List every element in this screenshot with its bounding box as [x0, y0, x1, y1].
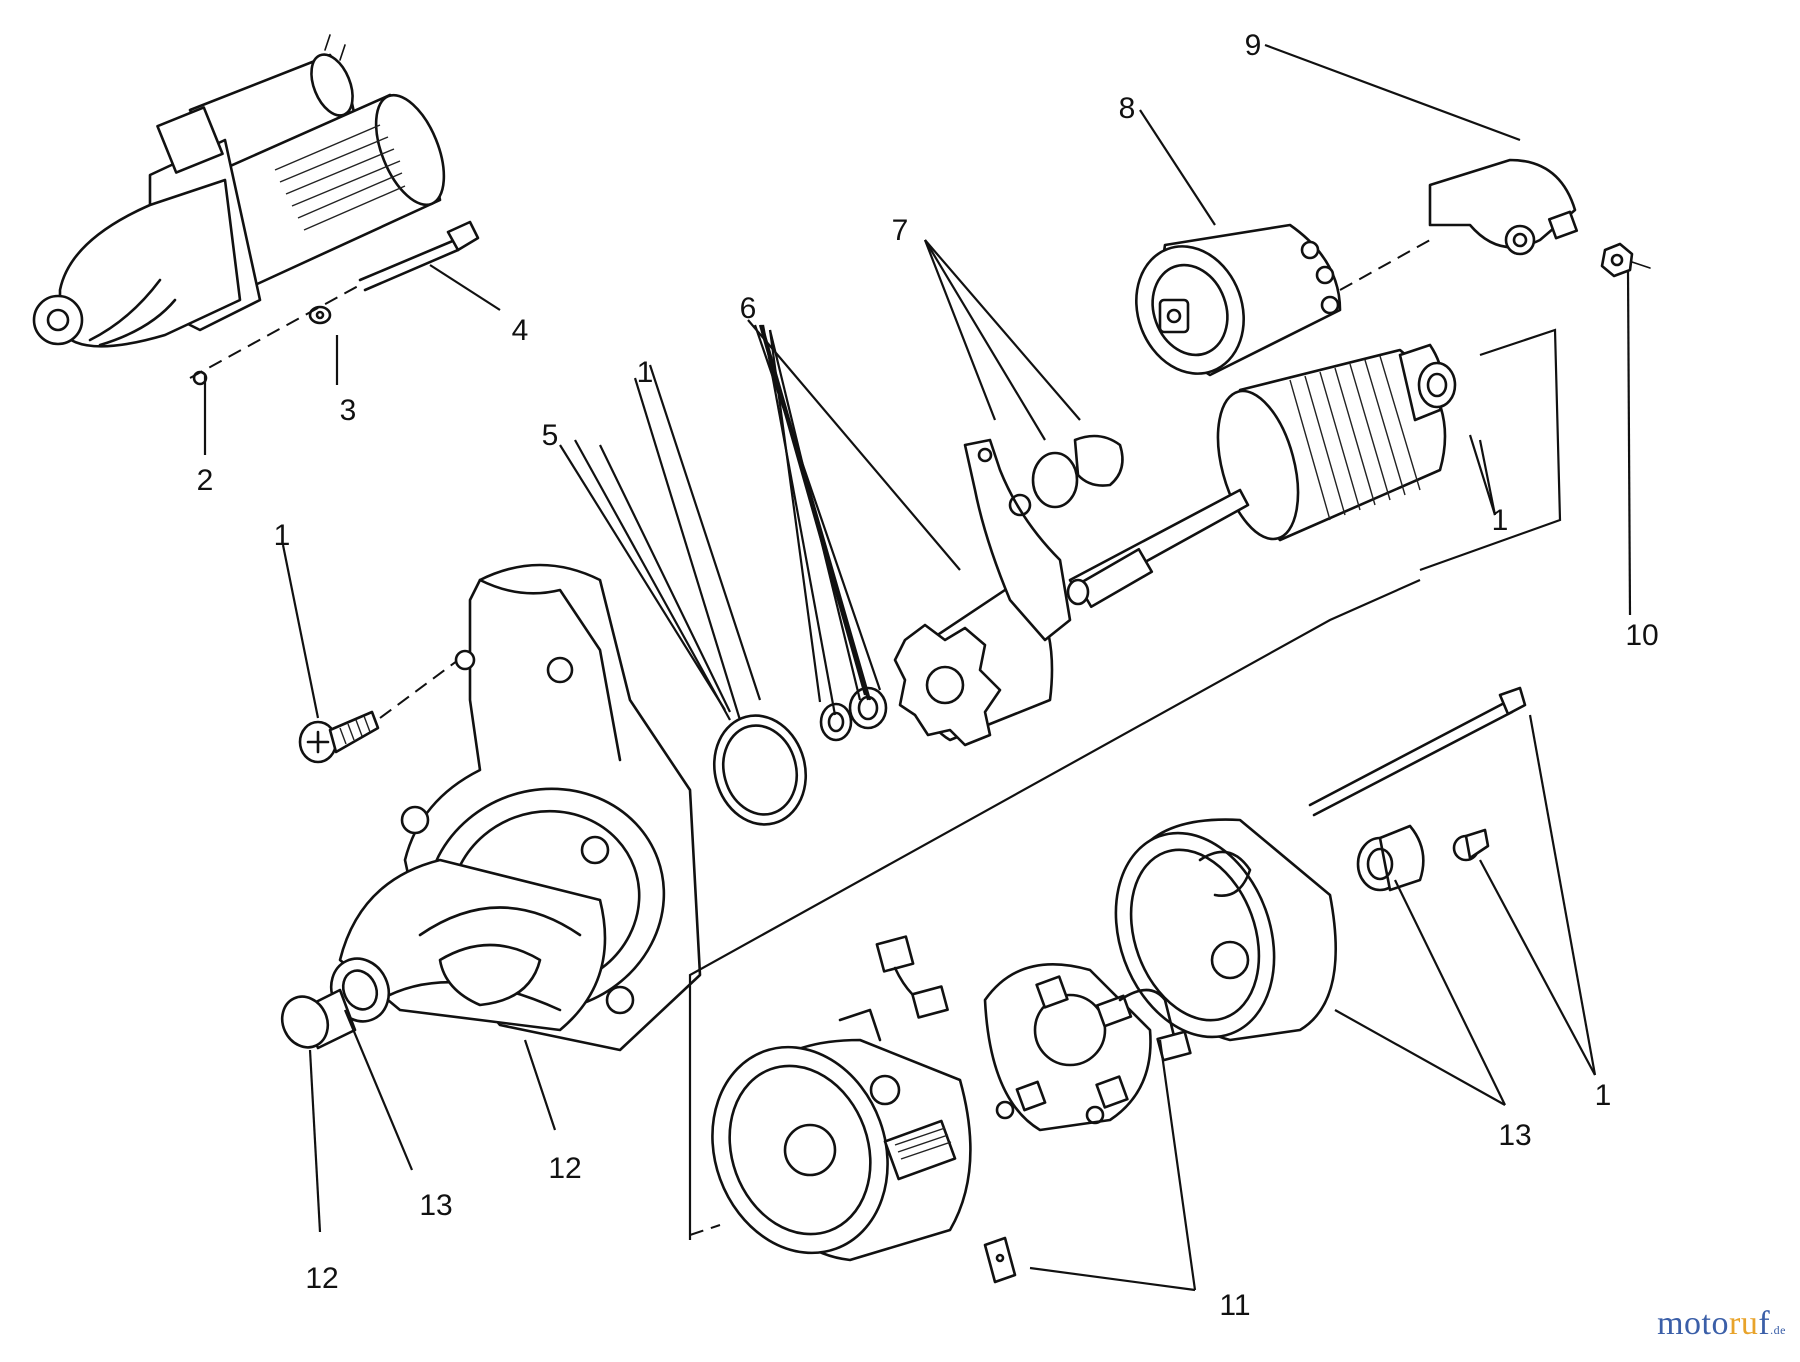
through-bolt-part-1 — [1308, 686, 1527, 817]
callout-labels: 2 3 4 1 5 1 6 7 8 9 1 10 1 13 11 12 13 1… — [197, 29, 1659, 1322]
commutator-end-cover-part-13 — [1114, 818, 1337, 1042]
callout-3: 3 — [340, 394, 357, 427]
field-frame-yoke — [711, 935, 972, 1262]
callout-4: 4 — [512, 314, 529, 347]
brush-holder-part-11 — [983, 963, 1192, 1132]
callout-8: 8 — [1119, 92, 1136, 125]
callout-10: 10 — [1625, 619, 1658, 652]
shift-lever-part-7 — [963, 438, 1072, 642]
lever-plate-part-7 — [1031, 434, 1124, 509]
drive-end-housing-part-12 — [338, 563, 702, 1052]
pinion-clutch-part-6 — [893, 578, 1054, 747]
brush-part-11 — [983, 1236, 1017, 1284]
watermark-logo: motoruf.de — [1657, 1305, 1786, 1343]
leader-lines-detail — [308, 43, 1632, 1292]
callout-1-bolt: 1 — [1595, 1079, 1612, 1112]
armature-part-1 — [1066, 343, 1457, 609]
callout-12-housing: 12 — [548, 1152, 581, 1185]
callout-1-armature: 1 — [1492, 504, 1509, 537]
screw-small-part-1 — [1452, 828, 1490, 862]
washer-part-3 — [308, 305, 332, 325]
screw-part-1 — [298, 710, 380, 764]
callout-11: 11 — [1219, 1289, 1250, 1322]
watermark-part-3: f — [1758, 1305, 1771, 1342]
callout-9: 9 — [1245, 29, 1262, 62]
through-bolt-part-4 — [358, 220, 480, 292]
callout-2: 2 — [197, 464, 214, 497]
bushing-part-13 — [1356, 824, 1425, 892]
callout-5: 5 — [542, 419, 559, 452]
callout-13-left: 13 — [419, 1189, 452, 1222]
callout-1-washers: 1 — [637, 356, 654, 389]
watermark-tld: .de — [1770, 1323, 1786, 1337]
solenoid-part-8 — [1135, 223, 1342, 377]
leader-lines — [203, 264, 882, 721]
assembled-starter-motor — [32, 34, 446, 386]
callout-12-cap: 12 — [305, 1262, 338, 1295]
callout-1-screw: 1 — [274, 519, 291, 552]
callout-13-right: 13 — [1498, 1119, 1531, 1152]
watermark-part-2: ru — [1729, 1305, 1759, 1342]
nut-part-10 — [1600, 242, 1651, 278]
callout-7: 7 — [892, 214, 909, 247]
watermark-part-1: moto — [1657, 1305, 1730, 1342]
terminal-cover-part-9 — [1428, 158, 1579, 256]
callout-6: 6 — [740, 292, 757, 325]
end-cap-part-12 — [280, 988, 357, 1050]
seal-ring-part-5 — [712, 714, 808, 826]
